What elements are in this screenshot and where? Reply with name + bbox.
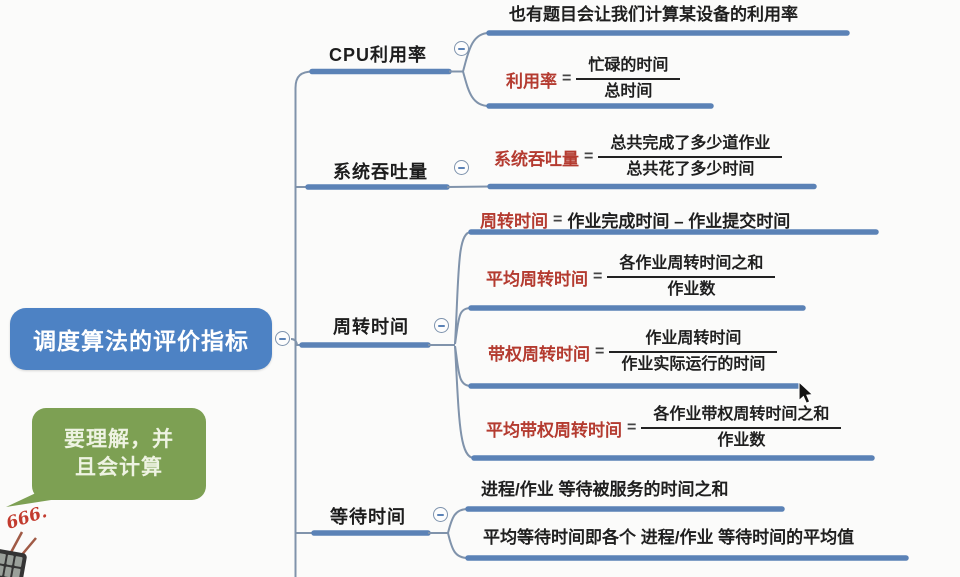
root-topic-label: 调度算法的评价指标: [33, 328, 249, 354]
collapse-button-waiting[interactable]: [433, 507, 448, 522]
fraction: 各作业带权周转时间之和 作业数: [641, 403, 842, 453]
formula-label: 利用率: [506, 71, 557, 91]
node-avg-turnaround-formula[interactable]: 平均周转时间 = 各作业周转时间之和 作业数: [486, 252, 776, 302]
collapse-button-turnaround[interactable]: [434, 318, 449, 333]
node-throughput-formula[interactable]: 系统吞吐量 = 总共完成了多少道作业 总共花了多少时间: [494, 132, 783, 182]
fraction-denominator: 作业数: [641, 427, 842, 453]
equals-sign: =: [553, 210, 563, 228]
fraction: 作业周转时间 作业实际运行的时间: [609, 327, 778, 377]
fraction-denominator: 作业实际运行的时间: [609, 351, 778, 377]
branch-system-throughput[interactable]: 系统吞吐量: [333, 162, 428, 182]
minus-icon: [438, 324, 445, 327]
node-avg-waiting[interactable]: 平均等待时间即各个 进程/作业 等待时间的平均值: [483, 528, 855, 547]
fraction-denominator: 作业数: [607, 276, 776, 302]
fraction: 各作业周转时间之和 作业数: [607, 252, 776, 302]
minus-icon: [458, 166, 465, 169]
node-utilization-formula[interactable]: 利用率 = 忙碌的时间 总时间: [506, 54, 681, 104]
minus-icon: [458, 47, 465, 50]
node-waiting-sum[interactable]: 进程/作业 等待被服务的时间之和: [481, 480, 729, 499]
equals-sign: =: [595, 343, 605, 360]
fraction-denominator: 总时间: [576, 78, 681, 104]
mouse-cursor: [798, 381, 814, 405]
formula-label: 平均带权周转时间: [486, 420, 622, 440]
fraction-numerator: 各作业带权周转时间之和: [653, 406, 830, 423]
calculator-sticker-image: [0, 548, 28, 577]
minus-icon: [437, 513, 444, 516]
fraction-numerator: 忙碌的时间: [588, 57, 669, 74]
collapse-button-root[interactable]: [275, 331, 290, 346]
fraction-numerator: 作业周转时间: [645, 330, 742, 347]
formula-label: 平均周转时间: [486, 269, 588, 289]
equals-sign: =: [627, 419, 637, 436]
formula-label: 系统吞吐量: [494, 149, 579, 169]
fraction-denominator: 总共花了多少时间: [598, 156, 783, 182]
minus-icon: [279, 337, 286, 340]
fraction: 总共完成了多少道作业 总共花了多少时间: [598, 132, 783, 182]
node-avg-weighted-turnaround-formula[interactable]: 平均带权周转时间 = 各作业带权周转时间之和 作业数: [486, 403, 842, 453]
equals-sign: =: [584, 148, 594, 165]
root-topic[interactable]: 调度算法的评价指标: [10, 308, 272, 370]
node-weighted-turnaround-formula[interactable]: 带权周转时间 = 作业周转时间 作业实际运行的时间: [488, 327, 778, 377]
fraction-numerator: 总共完成了多少道作业: [610, 135, 771, 152]
branch-turnaround-time[interactable]: 周转时间: [333, 317, 409, 337]
branch-cpu-utilization[interactable]: CPU利用率: [329, 45, 428, 65]
branch-waiting-time[interactable]: 等待时间: [330, 507, 406, 527]
note-bubble-line2: 且会计算: [75, 456, 163, 479]
formula-rhs: 作业完成时间 – 作业提交时间: [567, 212, 791, 231]
note-bubble-line1: 要理解，并: [64, 428, 174, 451]
node-device-utilization-note[interactable]: 也有题目会让我们计算某设备的利用率: [509, 5, 798, 24]
equals-sign: =: [562, 70, 572, 87]
note-bubble[interactable]: 要理解，并 且会计算: [32, 408, 206, 500]
collapse-button-throughput[interactable]: [454, 160, 469, 175]
node-turnaround-definition[interactable]: 周转时间 = 作业完成时间 – 作业提交时间: [480, 207, 790, 232]
collapse-button-cpu[interactable]: [454, 41, 469, 56]
formula-label: 周转时间: [480, 212, 548, 231]
fraction: 忙碌的时间 总时间: [576, 54, 681, 104]
equals-sign: =: [593, 268, 603, 285]
fraction-numerator: 各作业周转时间之和: [619, 255, 764, 272]
formula-label: 带权周转时间: [488, 344, 590, 364]
